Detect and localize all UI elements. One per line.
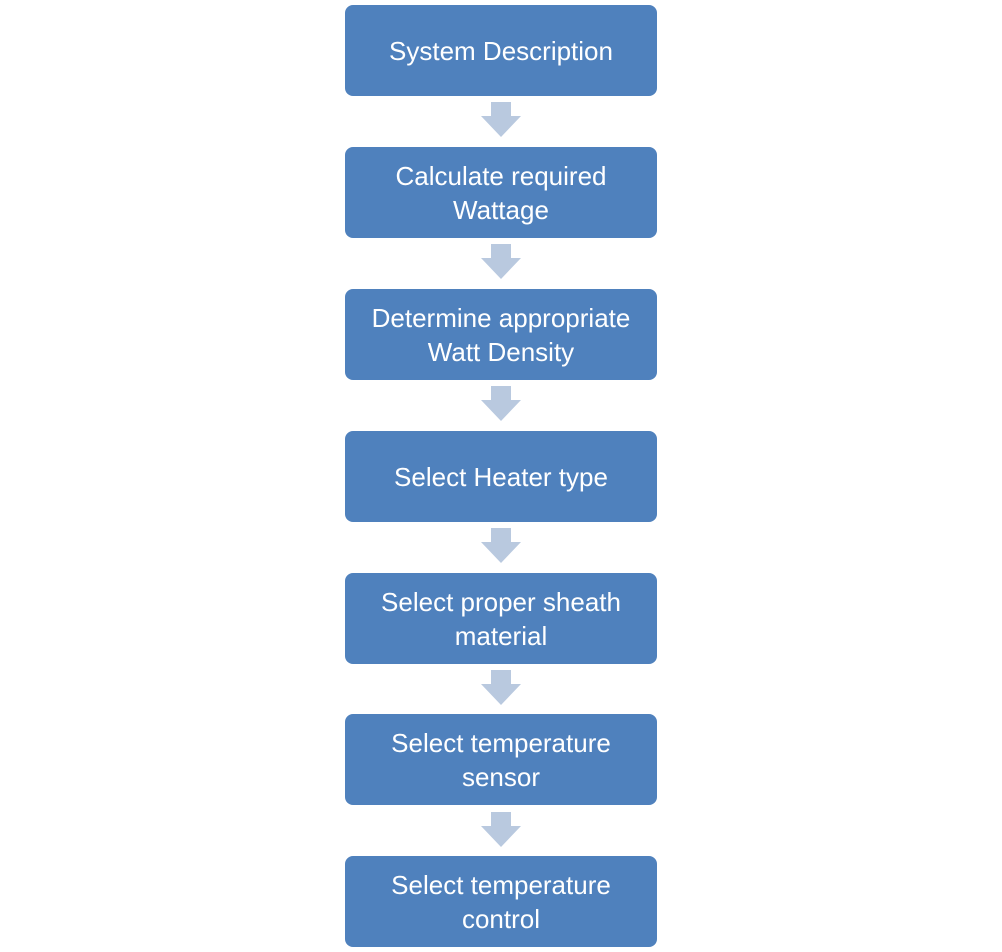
down-arrow-icon	[481, 386, 521, 421]
step-heater-type: Select Heater type	[345, 431, 657, 522]
down-arrow-icon	[481, 528, 521, 563]
down-arrow-icon	[481, 102, 521, 137]
step-watt-density: Determine appropriate Watt Density	[345, 289, 657, 380]
step-temperature-control: Select temperature control	[345, 856, 657, 947]
down-arrow-icon	[481, 670, 521, 705]
down-arrow-icon	[481, 244, 521, 279]
step-calculate-wattage: Calculate required Wattage	[345, 147, 657, 238]
step-sheath-material: Select proper sheath material	[345, 573, 657, 664]
step-system-description: System Description	[345, 5, 657, 96]
step-temperature-sensor: Select temperature sensor	[345, 714, 657, 805]
down-arrow-icon	[481, 812, 521, 847]
